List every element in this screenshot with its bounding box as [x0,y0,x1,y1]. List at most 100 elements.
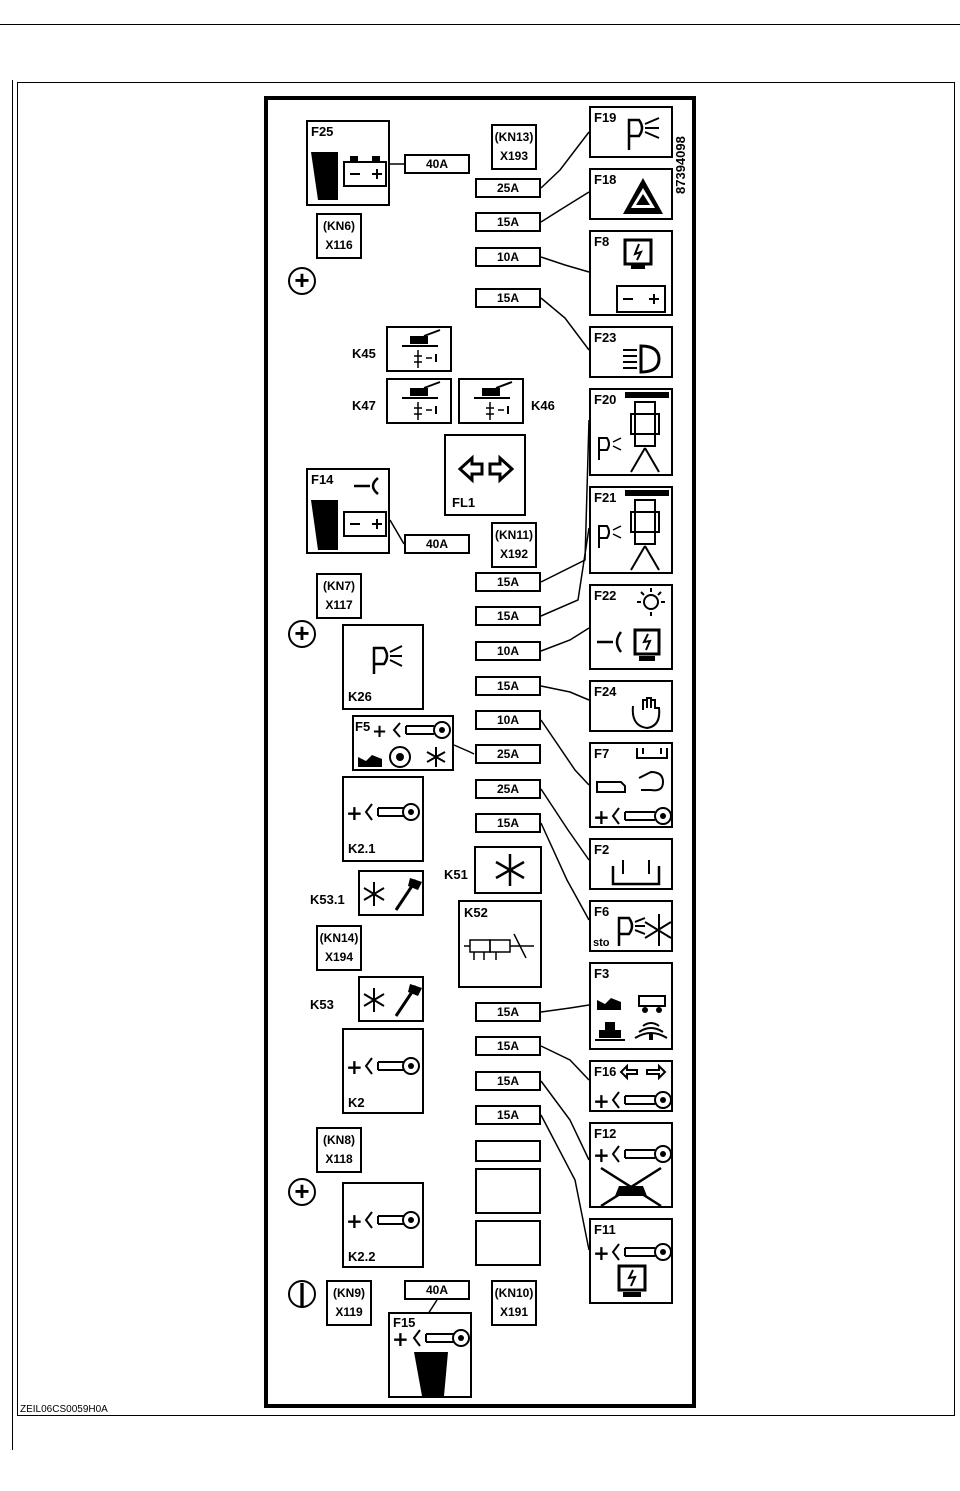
fuse-slot: 15A [475,606,541,626]
k51-label: K51 [444,867,468,882]
f24-label: F24 [594,684,617,699]
fuse-slot: 25A [475,779,541,799]
fuse-slot: 15A [475,1036,541,1056]
ground-terminal-icon: | [288,1280,316,1308]
f25-fuse-rating: 40A [404,154,470,174]
turn-signal-arrows-icon [457,454,515,484]
f6-sub-label: sto [593,937,610,949]
fuse-slot: 10A [475,710,541,730]
f5-label: F5 [355,719,371,734]
k52-label: K52 [464,905,488,920]
ignition-key-icon: + [346,801,420,825]
k47-relay [386,378,452,424]
connector-kn14-x194: (KN14)X194 [316,925,362,971]
k52-relay: K52 [458,900,542,988]
empty-fuse-slot [475,1140,541,1162]
f3-box: F3 [589,962,673,1050]
relay-tilt-icon [474,381,513,420]
horn-hand-icon [631,697,661,730]
f25-label: F25 [311,124,334,139]
f18-label: F18 [594,172,617,187]
k53-label: K53 [310,997,334,1012]
page-top-rule [0,24,960,25]
f16-box: F16 + [589,1060,673,1112]
f2-box: F2 [589,838,673,890]
k53-1-relay [358,870,424,916]
connector-kn7-x117: (KN7)X117 [316,573,362,619]
seat-heater-icon [611,860,661,886]
implement-controls-icon [595,995,668,1041]
fuse-slot: 15A [475,1105,541,1125]
connector-kn6-x116: (KN6) X116 [316,213,362,259]
battery-cable-icon [311,152,387,200]
connector-label: (KN9) [333,1286,365,1300]
f8-label: F8 [594,234,610,249]
connector-kn9-x119: (KN9) X119 [326,1280,372,1326]
f19-label: F19 [594,110,617,125]
f15-fuse-rating: 40A [404,1280,470,1300]
work-light-icon [372,645,403,674]
f21-label: F21 [594,490,617,505]
part-number-vertical: 87394098 [673,104,688,194]
f12-label: F12 [594,1126,617,1141]
k2-1-label: K2.1 [348,841,376,856]
ignition-key-icon: + [346,1055,420,1079]
svg-text:+: + [346,1209,363,1233]
connector-label: (KN14) [319,931,359,945]
f25-battery-fuse: F25 [306,120,390,206]
k47-label: K47 [352,398,376,413]
positive-terminal-icon: + [288,1178,316,1206]
battery-socket-icon [311,477,387,550]
connector-id: X116 [325,238,353,252]
positive-terminal-icon: + [288,267,316,295]
tractor-front-light-icon [598,490,669,571]
fuse-slot: 15A [475,813,541,833]
f7-box: F7 + [589,742,673,828]
connector-id: X192 [499,547,529,561]
f23-label: F23 [594,330,617,345]
f18-box: F18 [589,168,673,220]
svg-text:+: + [593,1089,610,1112]
connector-kn13-x193: (KN13)X193 [491,124,537,170]
f8-box: F8 [589,230,673,316]
f5-box: F5 + [352,715,454,771]
connector-label: (KN7) [323,579,355,593]
f12-box: F12 + [589,1122,673,1208]
f16-label: F16 [594,1064,617,1079]
connector-label: (KN13) [494,130,534,144]
connector-id: X119 [335,1305,363,1319]
f11-box: F11 + [589,1218,673,1304]
connector-label: (KN6) [323,219,355,233]
f15-label: F15 [393,1315,416,1330]
light-aircon-icon [617,914,672,946]
svg-text:+: + [593,805,610,828]
headlamp-icon [623,344,661,374]
part-number-text: 87394098 [673,136,688,194]
relay-tilt-icon [402,381,441,420]
connector-label: (KN10) [494,1286,534,1300]
figure-frame [17,82,955,1416]
connector-kn11-x192: (KN11)X192 [491,522,537,568]
f3-label: F3 [594,966,610,981]
key-monitor-icon: + [593,1241,671,1297]
f11-label: F11 [594,1222,616,1237]
empty-relay-slot [475,1168,541,1214]
k26-relay: K26 [342,624,424,710]
key-lift-aircon-icon: + [358,721,451,768]
hazard-warning-icon [623,178,663,214]
connector-id: X118 [325,1152,353,1166]
fl1-flasher-unit: FL1 [444,434,526,516]
f24-box: F24 [589,680,673,732]
ignition-key-icon: + [346,1209,420,1233]
f7-label: F7 [594,746,610,761]
tractor-roof-light-icon [598,392,669,473]
k2-relay: + K2 [342,1028,424,1114]
k53-1-label: K53.1 [310,892,345,907]
figure-reference: ZEIL06CS0059H0A [20,1404,108,1415]
k46-relay [458,378,524,424]
key-battery-cable-icon: + [392,1327,470,1396]
fuse-slot: 15A [475,1002,541,1022]
fuse-slot: 25A [475,178,541,198]
f6-box: F6 sto [589,900,673,952]
k2-2-relay: + K2.2 [342,1182,424,1268]
